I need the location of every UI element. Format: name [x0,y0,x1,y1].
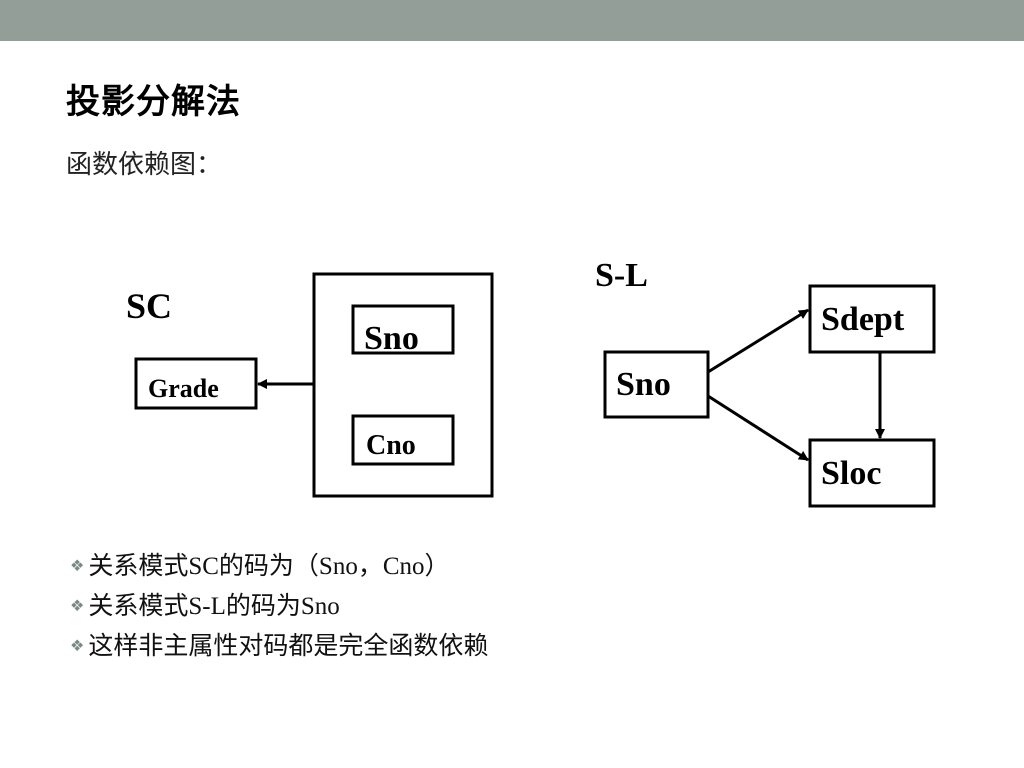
bullet-item: ❖关系模式S-L的码为Sno [70,588,488,628]
bullet-text: 关系模式SC的码为（Sno，Cno） [88,553,450,580]
sl-sloc-node [808,438,936,508]
sc-cno-node [351,414,455,466]
sc-grade-label: Grade [148,374,219,403]
bullet-list: ❖关系模式SC的码为（Sno，Cno） ❖关系模式S-L的码为Sno ❖这样非主… [70,548,488,668]
sl-sdept-label: Sdept [821,301,905,338]
sc-sno-label: Sno [364,320,419,357]
sc-cno-label: Cno [366,430,416,461]
sl-sno-label: Sno [616,366,671,403]
diamond-bullet-icon: ❖ [70,558,85,575]
sc-sno-node [351,304,455,355]
sl-sdept-node [808,284,936,354]
sl-sloc-label: Sloc [821,455,881,492]
slide-title: 投影分解法 [66,82,241,122]
sl-label: S-L [595,257,648,294]
bullet-item: ❖这样非主属性对码都是完全函数依赖 [70,628,488,668]
bullet-item: ❖关系模式SC的码为（Sno，Cno） [70,548,488,588]
sl-arrow-sno-to-sdept [707,308,809,374]
sc-grade-node [134,357,258,410]
sl-arrow-sno-to-sloc [707,394,809,462]
slide-subtitle: 函数依赖图： [66,150,223,180]
bullet-text: 这样非主属性对码都是完全函数依赖 [88,633,489,660]
diamond-bullet-icon: ❖ [70,598,85,615]
bullet-text: 关系模式S-L的码为Sno [88,593,340,620]
sl-sno-node [603,350,710,419]
sc-label: SC [126,286,172,326]
top-bar [0,0,1024,41]
diamond-bullet-icon: ❖ [70,638,85,655]
